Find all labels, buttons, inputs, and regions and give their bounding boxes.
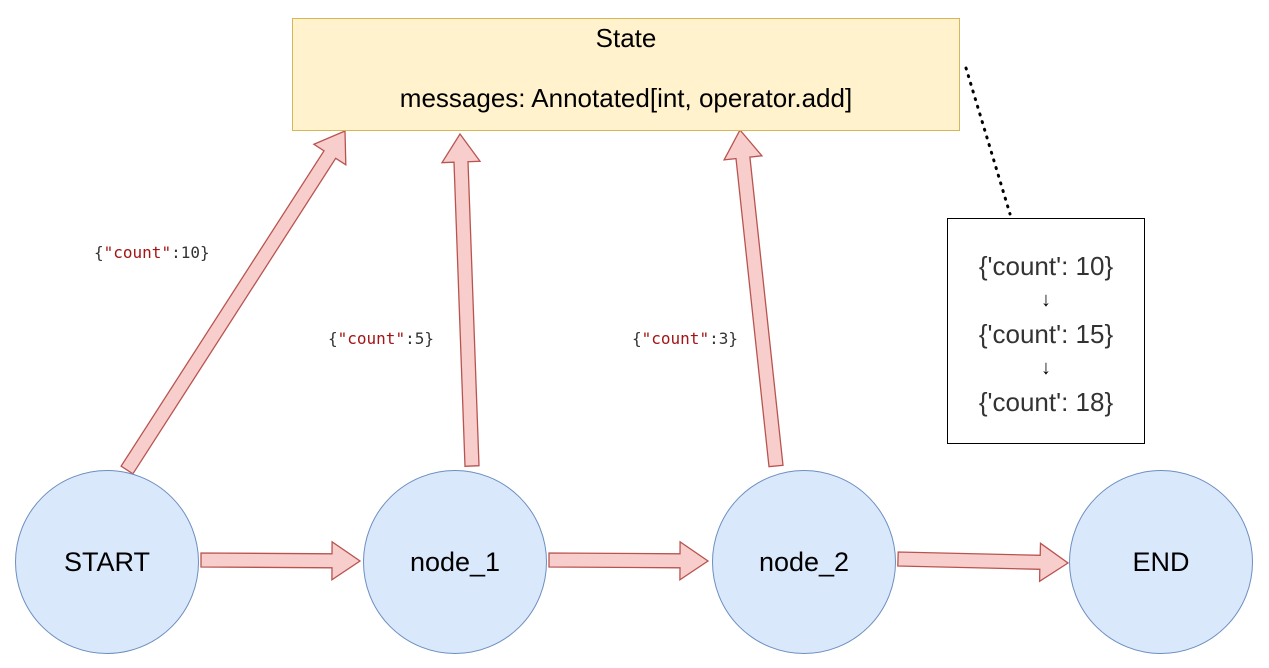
node1-to-state-arrow [440, 132, 482, 467]
state-title: State [595, 23, 657, 53]
node-2[interactable]: node_2 [712, 470, 896, 654]
end-node-label: END [1132, 546, 1190, 577]
note-line-3: {'count': 18} [978, 387, 1114, 417]
count-accumulation-note: {'count': 10} ↓ {'count': 15} ↓ {'count'… [947, 218, 1145, 444]
state-field: messages: Annotated[int, operator.add] [399, 83, 853, 113]
node1-to-node2-arrow [548, 540, 710, 582]
note-line-1: {'count': 10} [978, 251, 1114, 281]
node2-to-state-arrow [722, 128, 784, 468]
start-node-label: START [63, 546, 150, 577]
state-box: State messages: Annotated[int, operator.… [292, 18, 960, 131]
node-1-update-label: {"count":5} [328, 329, 434, 348]
note-down-arrow-icon-2: ↓ [1041, 357, 1051, 379]
note-line-2: {'count': 15} [978, 319, 1114, 349]
note-down-arrow-icon-1: ↓ [1041, 289, 1051, 311]
start-to-node1-arrow [200, 540, 362, 582]
node2-to-end-arrow [897, 542, 1070, 583]
start-to-state-arrow [120, 130, 347, 475]
node-1[interactable]: node_1 [363, 470, 547, 654]
end-node[interactable]: END [1069, 470, 1253, 654]
start-update-label: {"count":10} [94, 243, 210, 262]
node-1-label: node_1 [409, 546, 501, 577]
start-node[interactable]: START [15, 470, 199, 654]
node-2-update-label: {"count":3} [632, 329, 738, 348]
arrows-layer [120, 128, 1070, 583]
node-2-label: node_2 [758, 546, 850, 577]
note-connector [964, 66, 1012, 216]
